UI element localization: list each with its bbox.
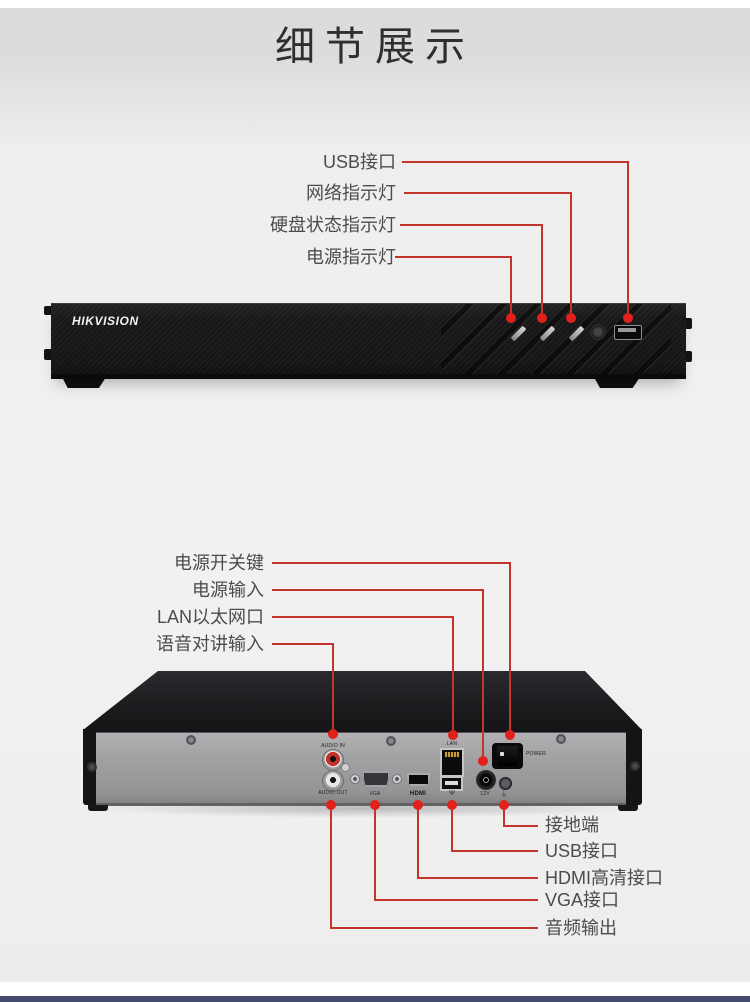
panel-label-vga: VGA: [369, 791, 381, 797]
device-foot: [88, 805, 108, 811]
screw: [630, 761, 640, 771]
callout-line-network-led: [404, 192, 572, 313]
label-network-led: 网络指示灯: [306, 183, 396, 203]
power-switch-mark: [500, 752, 504, 756]
label-audio-intercom-input: 语音对讲输入: [156, 634, 264, 654]
callout-line-front-usb: [402, 161, 629, 313]
reset-nub: [341, 763, 350, 772]
ground-terminal: [499, 777, 512, 790]
audio-in-jack: [323, 750, 343, 770]
label-rear-usb: USB接口: [545, 841, 619, 861]
rear-usb-port: [440, 776, 463, 791]
mount-tab: [44, 349, 53, 360]
screw: [386, 736, 396, 746]
screw: [87, 762, 97, 772]
audio-out-jack: [323, 771, 343, 791]
panel-label-audio-in: AUDIO IN: [321, 743, 345, 749]
label-power-led: 电源指示灯: [306, 247, 396, 267]
usb-tongue: [618, 328, 636, 332]
callout-line-audio-out: [330, 806, 538, 929]
ground-symbol-icon: ⏚: [500, 791, 508, 798]
vga-screw-post: [392, 774, 402, 784]
label-vga-port: VGA接口: [545, 890, 620, 910]
vga-screw-post: [350, 774, 360, 784]
callout-line-vga: [374, 806, 538, 901]
vga-port: [362, 771, 390, 787]
label-audio-output: 音频输出: [545, 918, 617, 938]
mount-tab: [44, 306, 53, 315]
panel-label-audio-out: AUDIO OUT: [318, 790, 348, 796]
label-power-input: 电源输入: [192, 580, 264, 600]
usb-trident-icon: Ψ: [448, 790, 456, 797]
label-ground-terminal: 接地端: [545, 815, 599, 835]
lan-port: [440, 748, 464, 777]
label-lan-port: LAN以太网口: [156, 607, 264, 627]
lan-pins: [445, 752, 459, 757]
panel-label-12v: 12V: [480, 791, 490, 797]
nvr-top-face: [83, 671, 642, 730]
callout-line-hdd-led: [400, 224, 543, 313]
power-switch-rocker: [497, 746, 518, 766]
hikvision-logo: HIKVISION: [72, 314, 139, 328]
device-foot: [618, 805, 638, 811]
label-hdmi-port: HDMI高清接口: [545, 868, 663, 888]
panel-label-power: POWER: [526, 751, 546, 757]
panel-label-lan: LAN: [446, 741, 458, 747]
panel-label-hdmi: HDMI: [409, 791, 427, 797]
device-foot: [594, 377, 640, 388]
mount-tab: [683, 351, 692, 362]
device-foot: [62, 377, 106, 388]
label-front-usb: USB接口: [322, 152, 396, 172]
rear-device-shadow: [90, 806, 638, 818]
power-switch: [492, 743, 523, 769]
hdmi-port: [407, 773, 430, 786]
page-title: 细节展示: [275, 25, 475, 69]
screw: [186, 735, 196, 745]
label-power-switch: 电源开关键: [174, 553, 264, 573]
usb-tongue: [445, 781, 458, 785]
nvr-front-panel: HIKVISION: [51, 303, 686, 379]
dc-power-jack: [476, 770, 496, 790]
label-hdd-led: 硬盘状态指示灯: [270, 215, 396, 235]
mount-tab: [683, 318, 692, 329]
screw: [556, 734, 566, 744]
ir-sensor: [590, 324, 606, 340]
front-usb-port: [614, 325, 642, 340]
